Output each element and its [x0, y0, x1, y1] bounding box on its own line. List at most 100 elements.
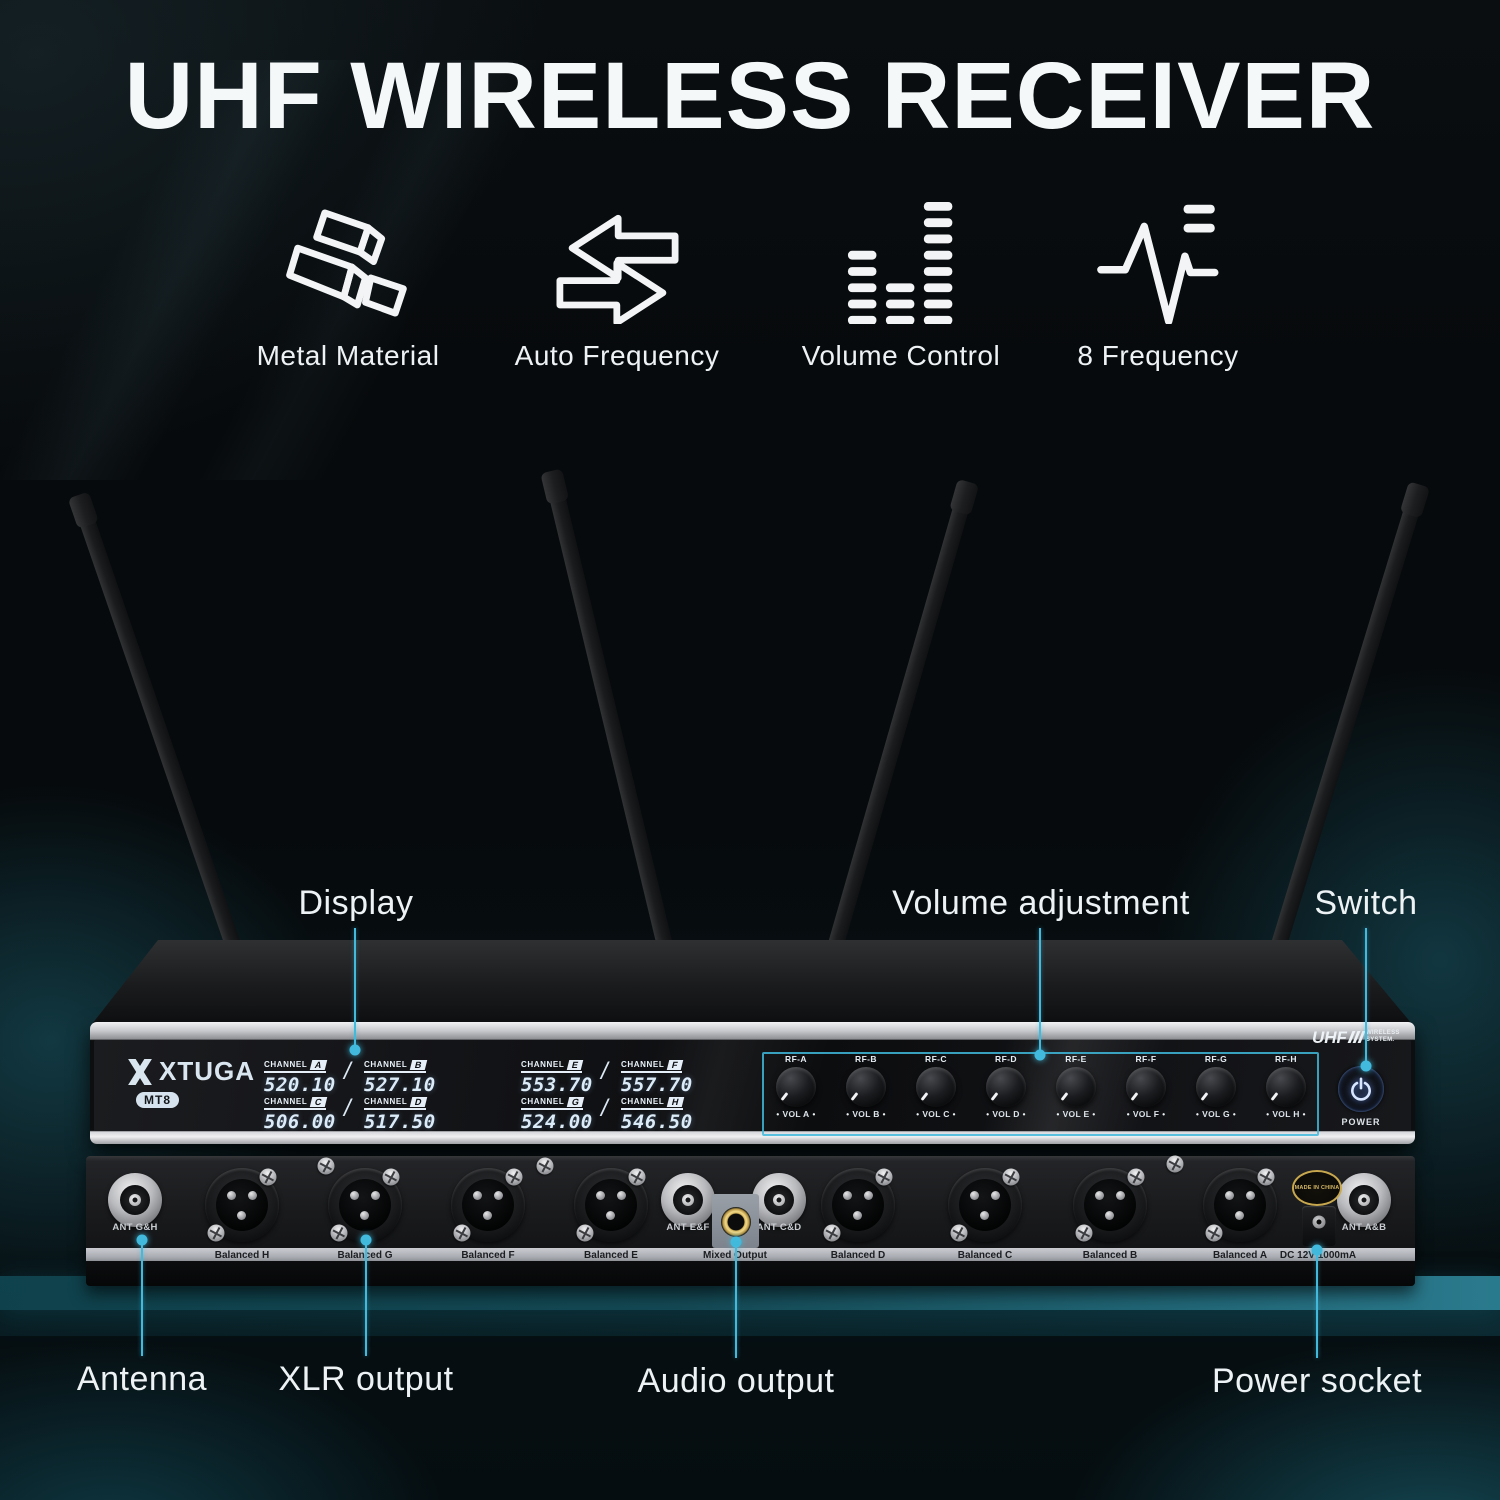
channel-word: CHANNEL [621, 1060, 665, 1069]
knob-unit-rf-f: RF-FVOL F [1114, 1054, 1178, 1119]
rf-label: RF-D [995, 1054, 1017, 1064]
channel-letter: A [310, 1059, 328, 1070]
waveform-icon [1038, 202, 1278, 324]
antenna-1 [71, 496, 260, 1003]
knob-indicator [990, 1092, 999, 1101]
knob-indicator [780, 1092, 789, 1101]
volume-knob-section: RF-AVOL ARF-BVOL BRF-CVOL CRF-DVOL DRF-E… [762, 1052, 1319, 1136]
channel-word: CHANNEL [521, 1097, 565, 1106]
volume-knob [1266, 1067, 1306, 1107]
rf-label: RF-A [785, 1054, 807, 1064]
callout-antenna-label: Antenna [76, 1360, 208, 1398]
callout-audio-dot [730, 1236, 742, 1248]
knob-unit-rf-e: RF-EVOL E [1044, 1054, 1108, 1119]
background-band [0, 1310, 1500, 1336]
xlr-strip-label: Balanced D [830, 1250, 886, 1261]
audio-jack [720, 1207, 751, 1237]
channel-word: CHANNEL [521, 1060, 565, 1069]
display-divider: / [344, 1058, 351, 1085]
channel-frequency: 546.50 [621, 1110, 693, 1133]
vol-label: VOL H [1254, 1109, 1318, 1119]
rf-label: RF-G [1204, 1054, 1228, 1064]
feature-item: Auto Frequency [497, 202, 737, 372]
uhf-logo-text: UHF [1312, 1028, 1347, 1047]
screw-icon [1163, 1152, 1187, 1176]
background-glow [0, 1330, 460, 1500]
double-arrows-icon [497, 202, 737, 324]
callout-switch-line [1365, 928, 1367, 1064]
channel-letter: C [310, 1096, 328, 1107]
channel-word: CHANNEL [364, 1060, 408, 1069]
uhf-logo: UHF WIRELESS SYSTEM. [1312, 1028, 1400, 1048]
feature-label: Auto Frequency [514, 340, 720, 371]
knob-indicator [850, 1092, 859, 1101]
bnc-antenna-connector [108, 1173, 162, 1227]
volume-knob [776, 1067, 816, 1107]
callout-xlr-line [365, 1244, 367, 1356]
knob-unit-rf-h: RF-H VOL H [1254, 1054, 1318, 1119]
callout-antenna-line [141, 1244, 143, 1356]
vol-label: VOL D [974, 1109, 1038, 1119]
made-in-badge: MADE IN CHINA [1292, 1170, 1342, 1206]
channel-frequency: 520.10 [264, 1073, 336, 1096]
power-button [1338, 1066, 1384, 1112]
callout-display-label: Display [298, 884, 414, 922]
channel-frequency: 557.70 [621, 1073, 693, 1096]
dc-power-label: DC 12V 1000mA [1279, 1250, 1357, 1261]
callout-display-line [354, 928, 356, 1046]
volume-knob [916, 1067, 956, 1107]
callout-volume-dot [1034, 1049, 1046, 1061]
xlr-connector-g [328, 1168, 402, 1242]
channel-frequency: 553.70 [521, 1073, 593, 1096]
model-badge: MT8 [136, 1092, 179, 1108]
xlr-strip-label: Balanced F [461, 1250, 515, 1261]
xlr-strip-label: Balanced B [1082, 1250, 1138, 1261]
callout-power-line [1316, 1254, 1318, 1358]
bnc-antenna-connector [1337, 1173, 1391, 1227]
vol-label: VOL G [1184, 1109, 1248, 1119]
page-title: UHF WIRELESS RECEIVER [124, 43, 1376, 149]
callout-switch-dot [1360, 1060, 1372, 1072]
vol-label: VOL F [1114, 1109, 1178, 1119]
feature-label: Volume Control [801, 340, 1001, 371]
channel-letter: G [567, 1096, 585, 1107]
vol-label: VOL A [764, 1109, 828, 1119]
knob-indicator [1060, 1092, 1069, 1101]
feature-item: Metal Material [228, 202, 468, 372]
callout-xlr-dot [360, 1234, 372, 1246]
feature-label: 8 Frequency [1077, 340, 1239, 371]
callout-xlr-label: XLR output [278, 1360, 454, 1398]
bnc-label: ANT C&D [756, 1222, 802, 1233]
display-divider: / [344, 1095, 351, 1122]
display-divider: / [601, 1058, 608, 1085]
channel-letter: F [667, 1059, 684, 1070]
power-icon [1351, 1077, 1371, 1101]
volume-knob [1056, 1067, 1096, 1107]
knob-unit-rf-g: RF-G VOL G [1184, 1054, 1248, 1119]
knob-unit-rf-a: RF-A VOL A [764, 1054, 828, 1119]
rf-label: RF-C [925, 1054, 947, 1064]
xlr-strip-label: Balanced E [584, 1250, 638, 1261]
knob-unit-rf-d: RF-D VOL D [974, 1054, 1038, 1119]
rf-label: RF-H [1275, 1054, 1297, 1064]
screw-icon [314, 1154, 338, 1178]
antenna-3 [812, 483, 976, 1003]
uhf-logo-sub2: SYSTEM. [1365, 1036, 1395, 1043]
knob-indicator [1270, 1092, 1279, 1101]
callout-antenna-dot [136, 1234, 148, 1246]
bnc-label: ANT G&H [112, 1222, 158, 1233]
channel-frequency: 506.00 [264, 1110, 336, 1133]
feature-item: Volume Control [781, 202, 1021, 372]
channel-frequency: 527.10 [364, 1073, 436, 1096]
channel-frequency: 524.00 [521, 1110, 593, 1133]
xlr-strip-label: Balanced C [957, 1250, 1013, 1261]
